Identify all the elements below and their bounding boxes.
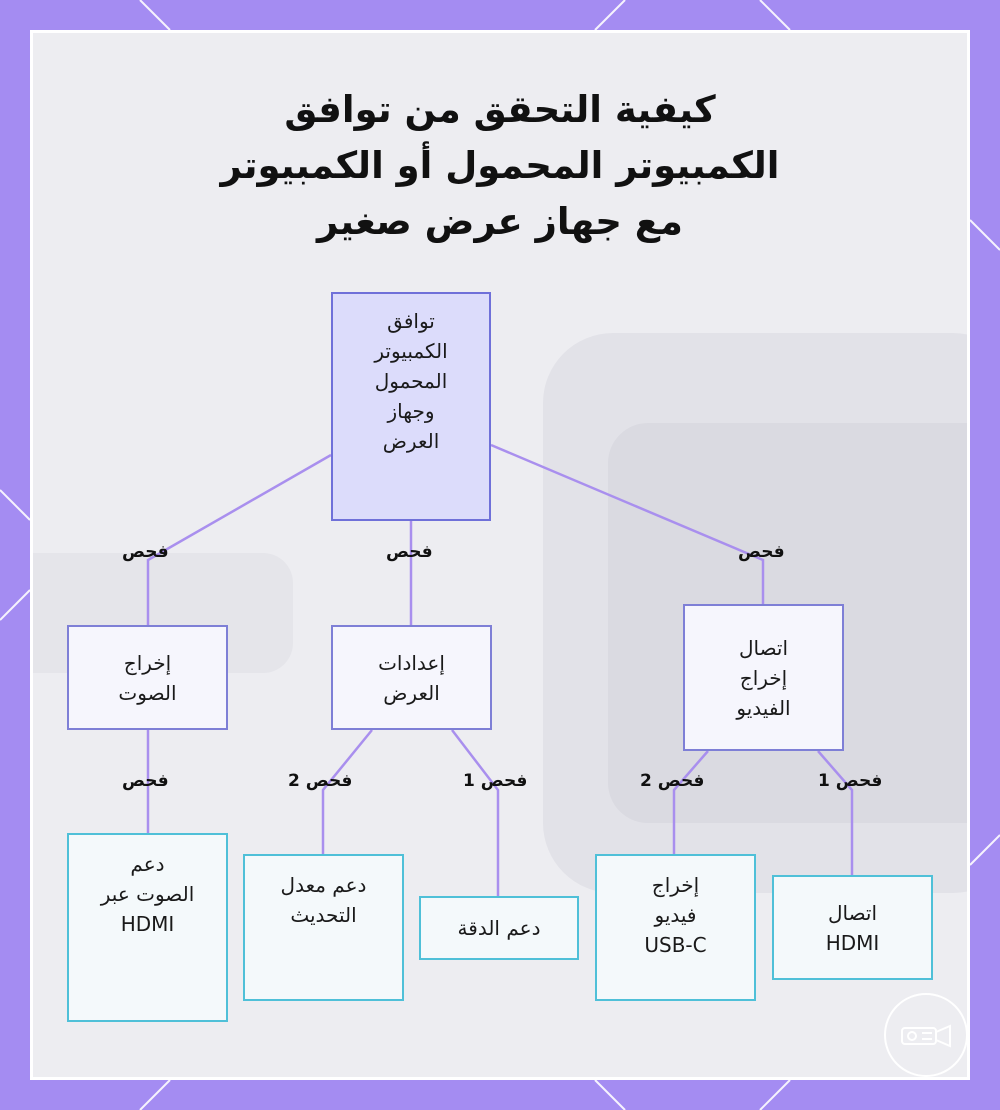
- edge-display-resolution: [451, 729, 500, 896]
- node-hdmi-audio-support: دعم الصوت عبر HDMI: [67, 833, 228, 1022]
- edge-label-root-video: فحص: [738, 542, 785, 562]
- node-usbc-video-label: إخراج فيديو USB-C: [644, 873, 707, 957]
- node-hdmi-connection: اتصال HDMI: [772, 875, 933, 980]
- node-refresh-rate-label: دعم معدل التحديث: [280, 873, 367, 927]
- edge-root-video: [490, 443, 765, 604]
- edge-label-display-refresh: فحص 2: [288, 771, 353, 791]
- title-line-1: كيفية التحقق من توافق: [284, 88, 716, 131]
- node-resolution-support: دعم الدقة: [419, 896, 579, 960]
- edge-label-audio-hdmi: فحص: [122, 771, 169, 791]
- edge-display-refresh: [321, 729, 373, 854]
- page-title: كيفية التحقق من توافق الكمبيوتر المحمول …: [180, 82, 820, 250]
- edge-label-root-display: فحص: [386, 542, 433, 562]
- node-hdmi-connection-label: اتصال HDMI: [825, 900, 880, 955]
- node-display-settings: إعدادات العرض: [331, 625, 492, 730]
- node-root-compatibility: توافق الكمبيوتر المحمول وجهاز العرض: [331, 292, 491, 521]
- node-refresh-rate-support: دعم معدل التحديث: [243, 854, 404, 1001]
- edge-video-hdmi: [817, 750, 854, 875]
- node-root-label: توافق الكمبيوتر المحمول وجهاز العرض: [374, 309, 448, 453]
- title-line-2: الكمبيوتر المحمول أو الكمبيوتر: [220, 144, 780, 187]
- title-line-3: مع جهاز عرض صغير: [317, 200, 683, 243]
- edge-label-video-usbc: فحص 2: [640, 771, 705, 791]
- edge-label-display-resolution: فحص 1: [463, 771, 528, 791]
- node-usbc-video-output: إخراج فيديو USB-C: [595, 854, 756, 1001]
- node-audio-output: إخراج الصوت: [67, 625, 228, 730]
- projector-icon: [884, 993, 968, 1077]
- edge-label-video-hdmi: فحص 1: [818, 771, 883, 791]
- node-resolution-label: دعم الدقة: [457, 916, 541, 940]
- edge-video-usbc: [672, 750, 709, 854]
- edge-root-audio: [146, 453, 332, 625]
- node-video-output-label: اتصال إخراج الفيديو: [736, 635, 791, 720]
- node-audio-output-label: إخراج الصوت: [118, 650, 177, 705]
- node-video-output-connection: اتصال إخراج الفيديو: [683, 604, 844, 751]
- edge-label-root-audio: فحص: [122, 542, 169, 562]
- node-hdmi-audio-label: دعم الصوت عبر HDMI: [100, 852, 195, 936]
- node-display-settings-label: إعدادات العرض: [378, 650, 445, 705]
